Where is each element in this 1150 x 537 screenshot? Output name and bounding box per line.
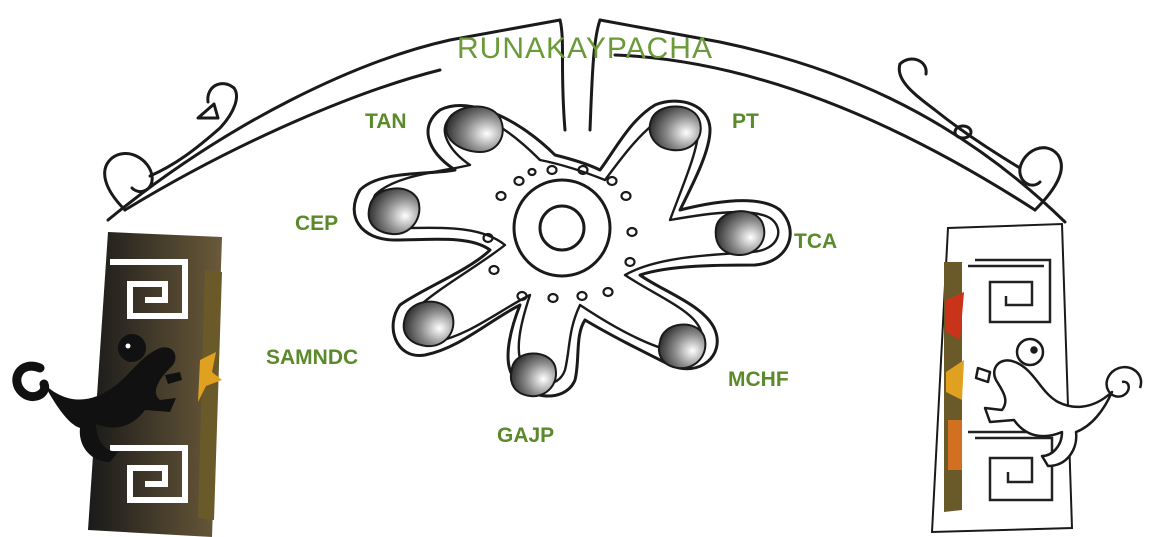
label-gajp: GAJP: [497, 424, 554, 447]
right-panel: [932, 224, 1141, 532]
node-tca: [716, 211, 765, 255]
label-samndc: SAMNDC: [266, 346, 358, 369]
label-cep: CEP: [295, 212, 338, 235]
label-tan: TAN: [365, 110, 407, 133]
node-gajp: [511, 353, 556, 396]
label-pt: PT: [732, 110, 759, 133]
diagram-title: RUNAKAYPACHA: [457, 32, 713, 65]
dot-ring: [484, 166, 637, 302]
node-cep: [369, 188, 420, 234]
node-pt: [650, 106, 701, 150]
label-mchf: MCHF: [728, 368, 789, 391]
node-mchf: [659, 325, 705, 369]
left-panel: [17, 232, 222, 537]
label-tca: TCA: [794, 230, 837, 253]
node-tan: [446, 106, 502, 152]
node-samndc: [404, 302, 454, 347]
